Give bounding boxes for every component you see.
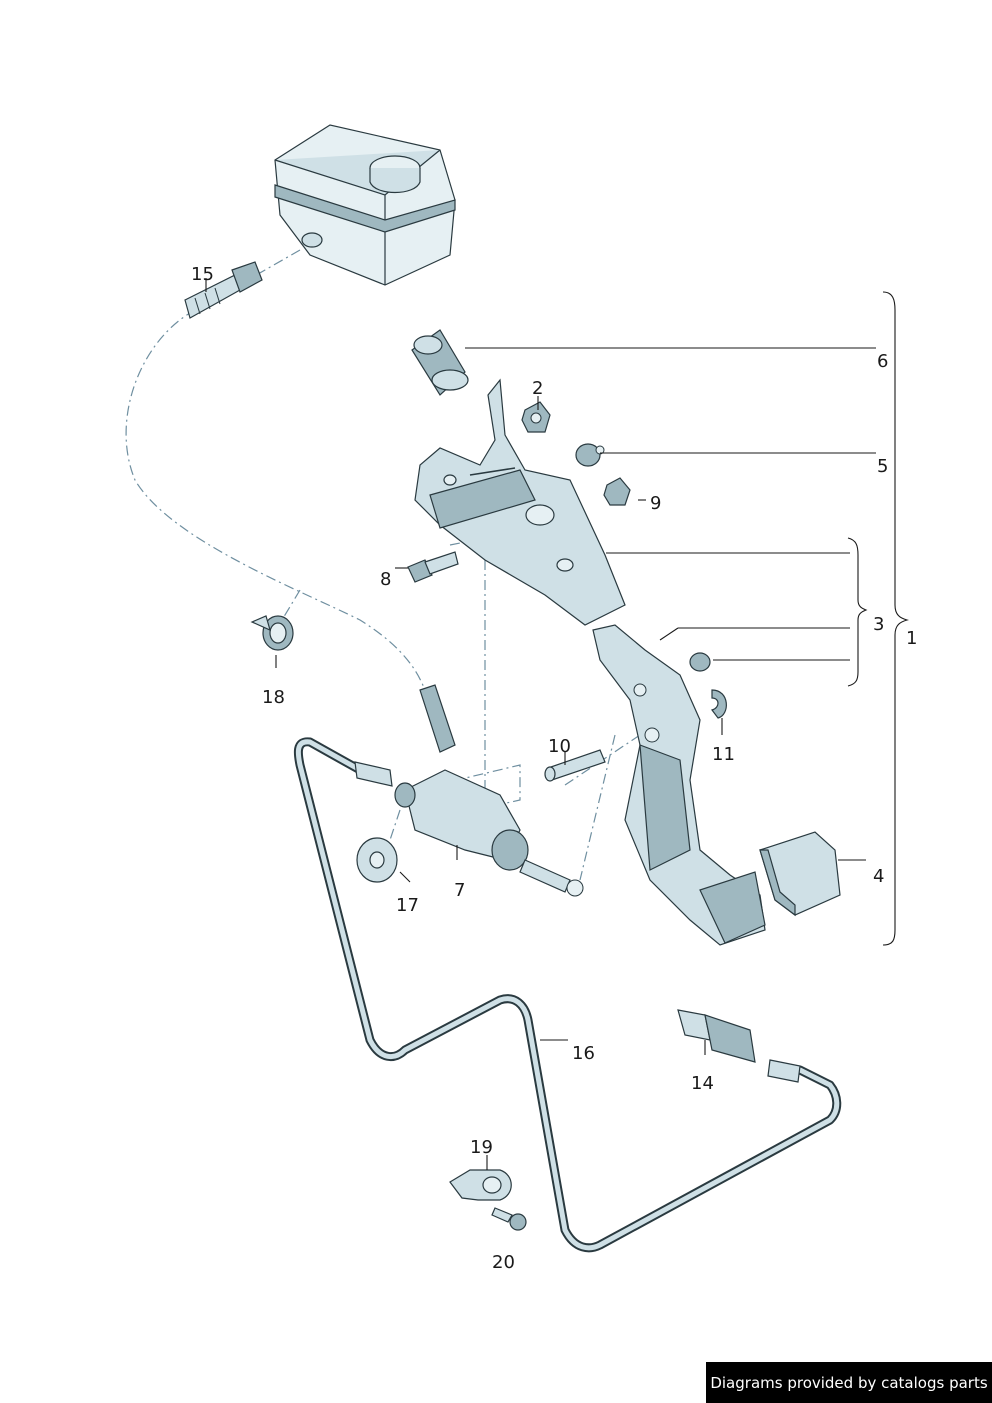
callout-4: 4 bbox=[873, 866, 884, 887]
brace-group-1 bbox=[882, 291, 910, 946]
grommet-18 bbox=[250, 615, 294, 651]
seal-17 bbox=[356, 837, 398, 883]
callout-7: 7 bbox=[454, 880, 465, 901]
pin-10 bbox=[544, 749, 606, 782]
pipe-clip-19 bbox=[449, 1169, 512, 1201]
callout-8: 8 bbox=[380, 569, 391, 590]
callout-18: 18 bbox=[262, 687, 285, 708]
callout-1: 1 bbox=[906, 628, 917, 649]
callout-15: 15 bbox=[191, 264, 214, 285]
callout-17: 17 bbox=[396, 895, 419, 916]
nut-2 bbox=[521, 401, 551, 433]
brace-group-3 bbox=[847, 537, 868, 687]
callout-19: 19 bbox=[470, 1137, 493, 1158]
adapter-14 bbox=[677, 1009, 756, 1063]
callout-5: 5 bbox=[877, 456, 888, 477]
credit-banner: Diagrams provided by catalogs parts bbox=[706, 1362, 992, 1403]
pedal-bracket bbox=[414, 378, 626, 626]
callout-2: 2 bbox=[532, 378, 543, 399]
hydraulic-line-16 bbox=[293, 737, 842, 1253]
hose-connector-15 bbox=[184, 261, 263, 319]
callout-16: 16 bbox=[572, 1043, 595, 1064]
callout-20: 20 bbox=[492, 1252, 515, 1273]
callout-9: 9 bbox=[650, 493, 661, 514]
screw-20 bbox=[491, 1207, 527, 1231]
clutch-pedal bbox=[592, 624, 766, 946]
pedal-pad-4 bbox=[759, 831, 841, 917]
callout-labels: 1 2 3 4 5 6 7 8 9 10 11 14 15 16 17 18 1… bbox=[191, 264, 917, 1273]
brake-fluid-reservoir bbox=[274, 124, 456, 286]
leader-lines bbox=[205, 278, 876, 1170]
master-cylinder-7 bbox=[394, 684, 584, 897]
callout-6: 6 bbox=[877, 351, 888, 372]
callout-11: 11 bbox=[712, 744, 735, 765]
clip-11 bbox=[710, 689, 727, 719]
bump-stop-6 bbox=[411, 329, 469, 396]
bushing-3 bbox=[689, 652, 711, 672]
callout-14: 14 bbox=[691, 1073, 714, 1094]
nut-9 bbox=[603, 477, 631, 506]
callout-3: 3 bbox=[873, 614, 884, 635]
bolt-8 bbox=[407, 551, 459, 583]
callout-10: 10 bbox=[548, 736, 571, 757]
clip-5 bbox=[575, 443, 605, 467]
